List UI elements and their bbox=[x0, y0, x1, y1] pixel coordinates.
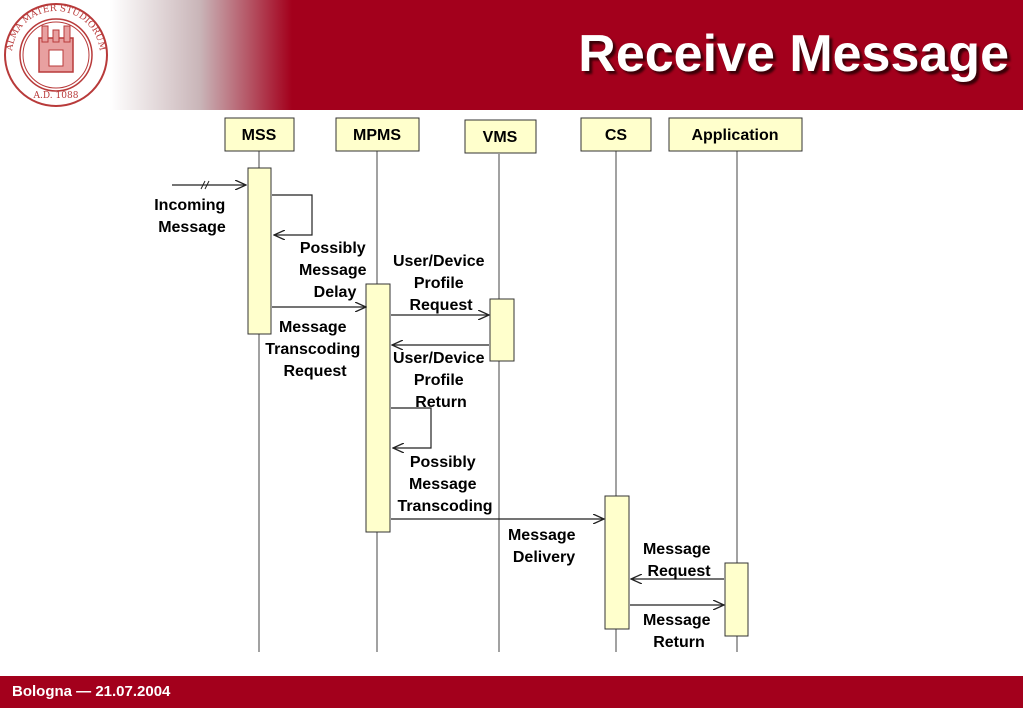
incoming-message-arrow bbox=[172, 181, 246, 189]
page-title: Receive Message bbox=[578, 25, 1009, 83]
transcoding-request-label: Message Transcoding Request bbox=[265, 319, 365, 380]
sequence-diagram: MSS MPMS VMS CS Application Incoming Mes… bbox=[154, 117, 803, 652]
activation-mss bbox=[247, 167, 272, 335]
header-banner: ALMA MATER STUDIORUM A.D. 1088 Receive M… bbox=[0, 0, 1023, 110]
logo-year-text: A.D. 1088 bbox=[33, 91, 79, 101]
transcoding-label: Possibly Message Transcoding bbox=[397, 454, 492, 515]
svg-text:MPMS: MPMS bbox=[353, 127, 401, 144]
message-return-label: Message Return bbox=[643, 612, 715, 651]
participant-cs: CS bbox=[580, 117, 652, 152]
profile-request-label: User/Device Profile Request bbox=[393, 253, 489, 314]
footer-bar: Bologna — 21.07.2004 bbox=[0, 676, 1023, 708]
message-request-label: Message Request bbox=[643, 541, 715, 580]
activation-mpms bbox=[365, 283, 391, 533]
delay-label: Possibly Message Delay bbox=[299, 240, 371, 301]
participant-application: Application bbox=[668, 117, 803, 152]
activation-app bbox=[724, 562, 749, 637]
participant-mss: MSS bbox=[224, 117, 295, 152]
profile-return-label: User/Device Profile Return bbox=[393, 350, 489, 411]
university-seal-logo: ALMA MATER STUDIORUM A.D. 1088 bbox=[4, 3, 108, 107]
participant-vms: VMS bbox=[464, 119, 537, 154]
incoming-message-label: Incoming Message bbox=[154, 197, 230, 236]
delivery-label: Message Delivery bbox=[508, 527, 580, 566]
activation-vms bbox=[489, 298, 515, 362]
transcoding-self-loop bbox=[391, 407, 432, 448]
svg-text:CS: CS bbox=[605, 127, 628, 144]
delay-self-loop bbox=[272, 194, 313, 235]
svg-text:VMS: VMS bbox=[483, 129, 518, 146]
svg-text:Application: Application bbox=[691, 127, 778, 144]
svg-text:MSS: MSS bbox=[242, 127, 277, 144]
footer-location-date: Bologna — 21.07.2004 bbox=[12, 683, 171, 700]
activation-cs bbox=[604, 495, 630, 630]
participant-mpms: MPMS bbox=[335, 117, 420, 152]
